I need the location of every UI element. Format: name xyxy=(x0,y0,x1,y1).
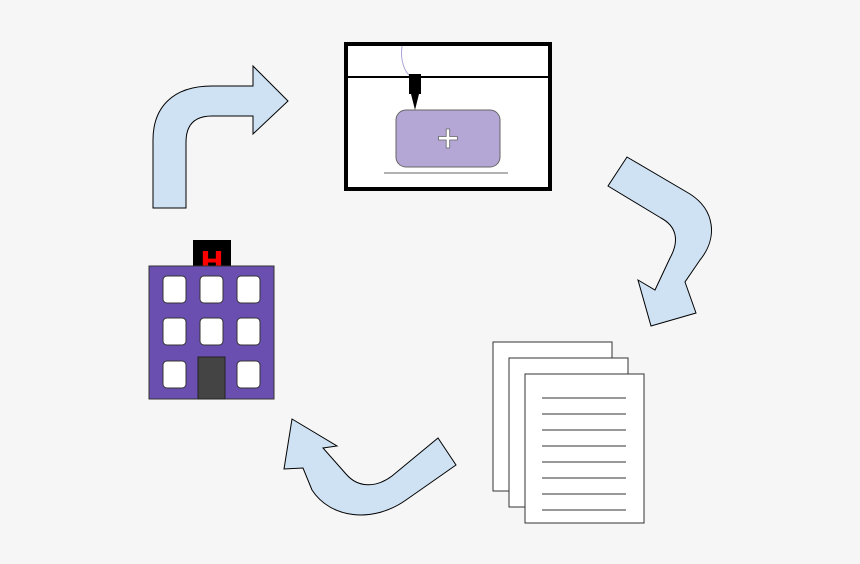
hospital-window xyxy=(162,317,187,346)
hospital-door xyxy=(197,356,226,400)
printer-nozzle-body xyxy=(409,74,421,94)
hospital-building-icon: H xyxy=(148,240,275,400)
document-stack-icon xyxy=(492,341,645,524)
hospital-window xyxy=(236,275,261,304)
hospital-window xyxy=(162,275,187,304)
document-page xyxy=(524,373,645,524)
printer-nozzle-tip xyxy=(411,94,419,110)
printer-to-documents-arrow xyxy=(607,156,712,327)
hospital-to-printer-arrow xyxy=(152,64,289,209)
hospital-window xyxy=(236,360,261,389)
documents-to-hospital-arrow xyxy=(283,418,457,516)
hospital-window xyxy=(199,317,224,346)
hospital-window xyxy=(236,317,261,346)
3d-printer-icon: + xyxy=(344,42,552,191)
hospital-window xyxy=(162,360,187,389)
printer-print-symbol: + xyxy=(435,121,460,156)
printer-print-bed xyxy=(395,109,501,168)
hospital-window xyxy=(199,275,224,304)
